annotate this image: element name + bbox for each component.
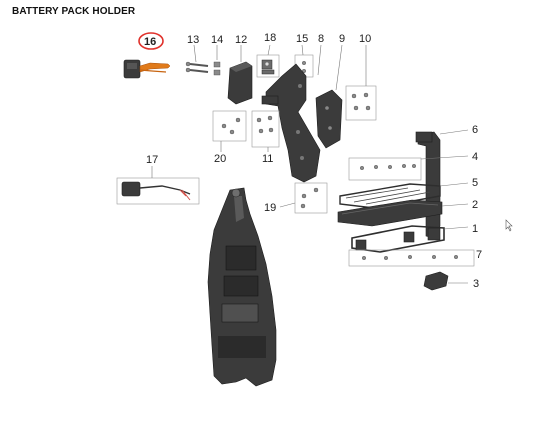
part-2-battery-tray[interactable] bbox=[337, 199, 443, 227]
part-20-box bbox=[212, 110, 247, 142]
part-11-screws[interactable] bbox=[256, 115, 274, 134]
callout-19[interactable]: 19 bbox=[264, 202, 276, 214]
callout-6[interactable]: 6 bbox=[472, 124, 478, 136]
callout-11[interactable]: 11 bbox=[262, 153, 273, 165]
callout-2[interactable]: 2 bbox=[472, 199, 478, 211]
part-8-side-bracket[interactable] bbox=[261, 63, 321, 183]
part-20-screws[interactable] bbox=[221, 117, 241, 135]
callout-12[interactable]: 12 bbox=[235, 34, 247, 46]
callout-9[interactable]: 9 bbox=[339, 33, 345, 45]
part-10-screws[interactable] bbox=[351, 92, 371, 111]
page-title: BATTERY PACK HOLDER bbox=[12, 6, 136, 17]
callout-20[interactable]: 20 bbox=[214, 153, 226, 165]
callout-16[interactable]: 16 bbox=[144, 36, 156, 48]
callout-13[interactable]: 13 bbox=[187, 34, 199, 46]
part-13-long-screws[interactable] bbox=[185, 61, 209, 73]
callout-16-highlight-ring bbox=[138, 32, 164, 50]
main-frame[interactable] bbox=[207, 187, 277, 387]
callout-5[interactable]: 5 bbox=[472, 177, 478, 189]
part-15-screws[interactable] bbox=[302, 61, 307, 73]
part-3-rubber-pad[interactable] bbox=[423, 271, 449, 291]
callout-17[interactable]: 17 bbox=[146, 154, 158, 166]
callout-8[interactable]: 8 bbox=[318, 33, 324, 45]
part-11-box bbox=[251, 110, 280, 148]
part-16-connector[interactable] bbox=[123, 59, 171, 79]
part-18-bracket[interactable] bbox=[261, 59, 275, 75]
part-19-screws[interactable] bbox=[300, 187, 319, 209]
callout-15[interactable]: 15 bbox=[296, 33, 308, 45]
callout-1[interactable]: 1 bbox=[472, 223, 478, 235]
callout-4[interactable]: 4 bbox=[472, 151, 478, 163]
part-7-box bbox=[348, 249, 475, 267]
part-10-box bbox=[345, 85, 377, 121]
callout-7[interactable]: 7 bbox=[476, 249, 482, 261]
callout-14[interactable]: 14 bbox=[211, 34, 223, 46]
callout-3[interactable]: 3 bbox=[473, 278, 479, 290]
part-12-controller-block[interactable] bbox=[227, 61, 253, 105]
part-19-box bbox=[294, 182, 328, 214]
part-9-mount-plate[interactable] bbox=[315, 89, 343, 149]
part-5-top-tray[interactable] bbox=[339, 183, 441, 209]
part-14-nuts[interactable] bbox=[213, 61, 221, 76]
callout-10[interactable]: 10 bbox=[359, 33, 371, 45]
part-17-box bbox=[116, 177, 200, 205]
part-4-box bbox=[348, 157, 422, 181]
part-17-cable-connector[interactable] bbox=[121, 181, 191, 201]
part-1-bottom-frame[interactable] bbox=[351, 225, 445, 253]
cursor-icon bbox=[505, 219, 513, 232]
callout-18[interactable]: 18 bbox=[264, 32, 276, 44]
part-4-screws[interactable] bbox=[360, 163, 417, 170]
part-7-screws[interactable] bbox=[362, 254, 459, 261]
